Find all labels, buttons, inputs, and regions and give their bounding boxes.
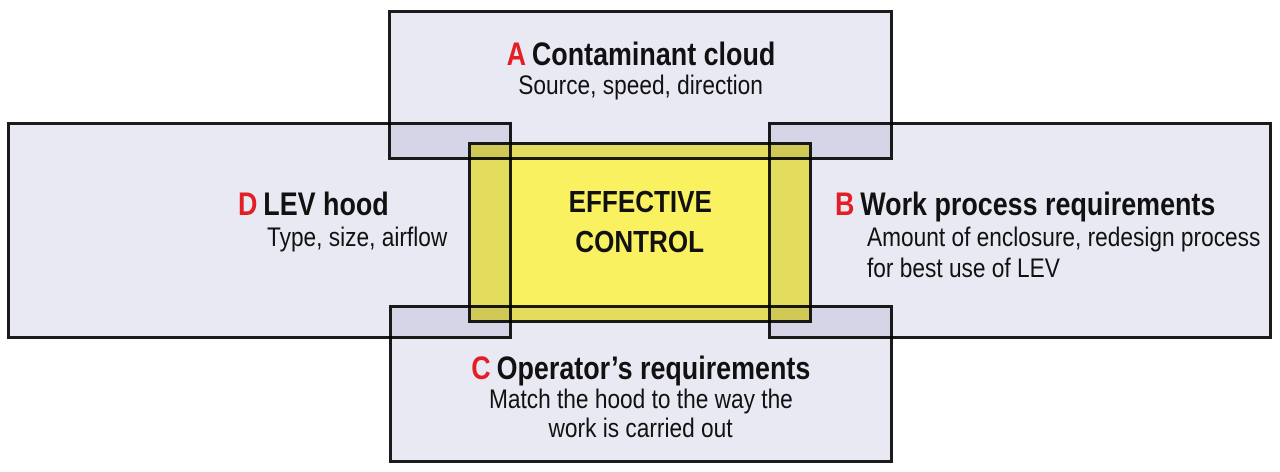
subtitle-line-b1: Amount of enclosure, redesign process [867,223,1280,252]
subtitle-line-c2: work is carried out [389,414,893,443]
title-operator-requirements: Operator’s requirements [496,350,811,386]
key-letter-a: A [506,36,526,72]
key-letter-c: C [471,350,491,386]
panel-lev-hood [7,122,512,339]
key-letter-b: B [835,186,855,222]
subtitle-line-a: Source, speed, direction [388,71,893,100]
title-contaminant-cloud: Contaminant cloud [531,36,775,72]
effective-control-highlight-box [468,142,812,323]
subtitle-work-process-2: for best use of LEV [867,253,1060,283]
subtitle-operator-1: Match the hood to the way the [489,384,793,414]
control-text: CONTROL [575,224,705,259]
title-lev-hood: LEV hood [263,186,389,222]
panel-work-process-requirements [768,122,1272,339]
effective-control-label: EFFECTIVE CONTROL [468,182,812,262]
subtitle-line-d: Type, size, airflow [267,223,482,252]
title-work-process: Work process requirements [860,186,1216,222]
subtitle-contaminant-cloud: Source, speed, direction [518,70,763,100]
panel-operator-requirements [389,305,893,463]
subtitle-work-process-1: Amount of enclosure, redesign process [867,222,1261,252]
control-line: CONTROL [468,222,812,262]
key-letter-d: D [238,186,258,222]
subtitle-operator-2: work is carried out [548,413,734,443]
subtitle-lev-hood: Type, size, airflow [267,222,448,252]
subtitle-line-c1: Match the hood to the way the [389,385,893,414]
effective-text: EFFECTIVE [568,184,712,219]
effective-line: EFFECTIVE [468,182,812,222]
subtitle-line-b2: for best use of LEV [867,254,1280,283]
